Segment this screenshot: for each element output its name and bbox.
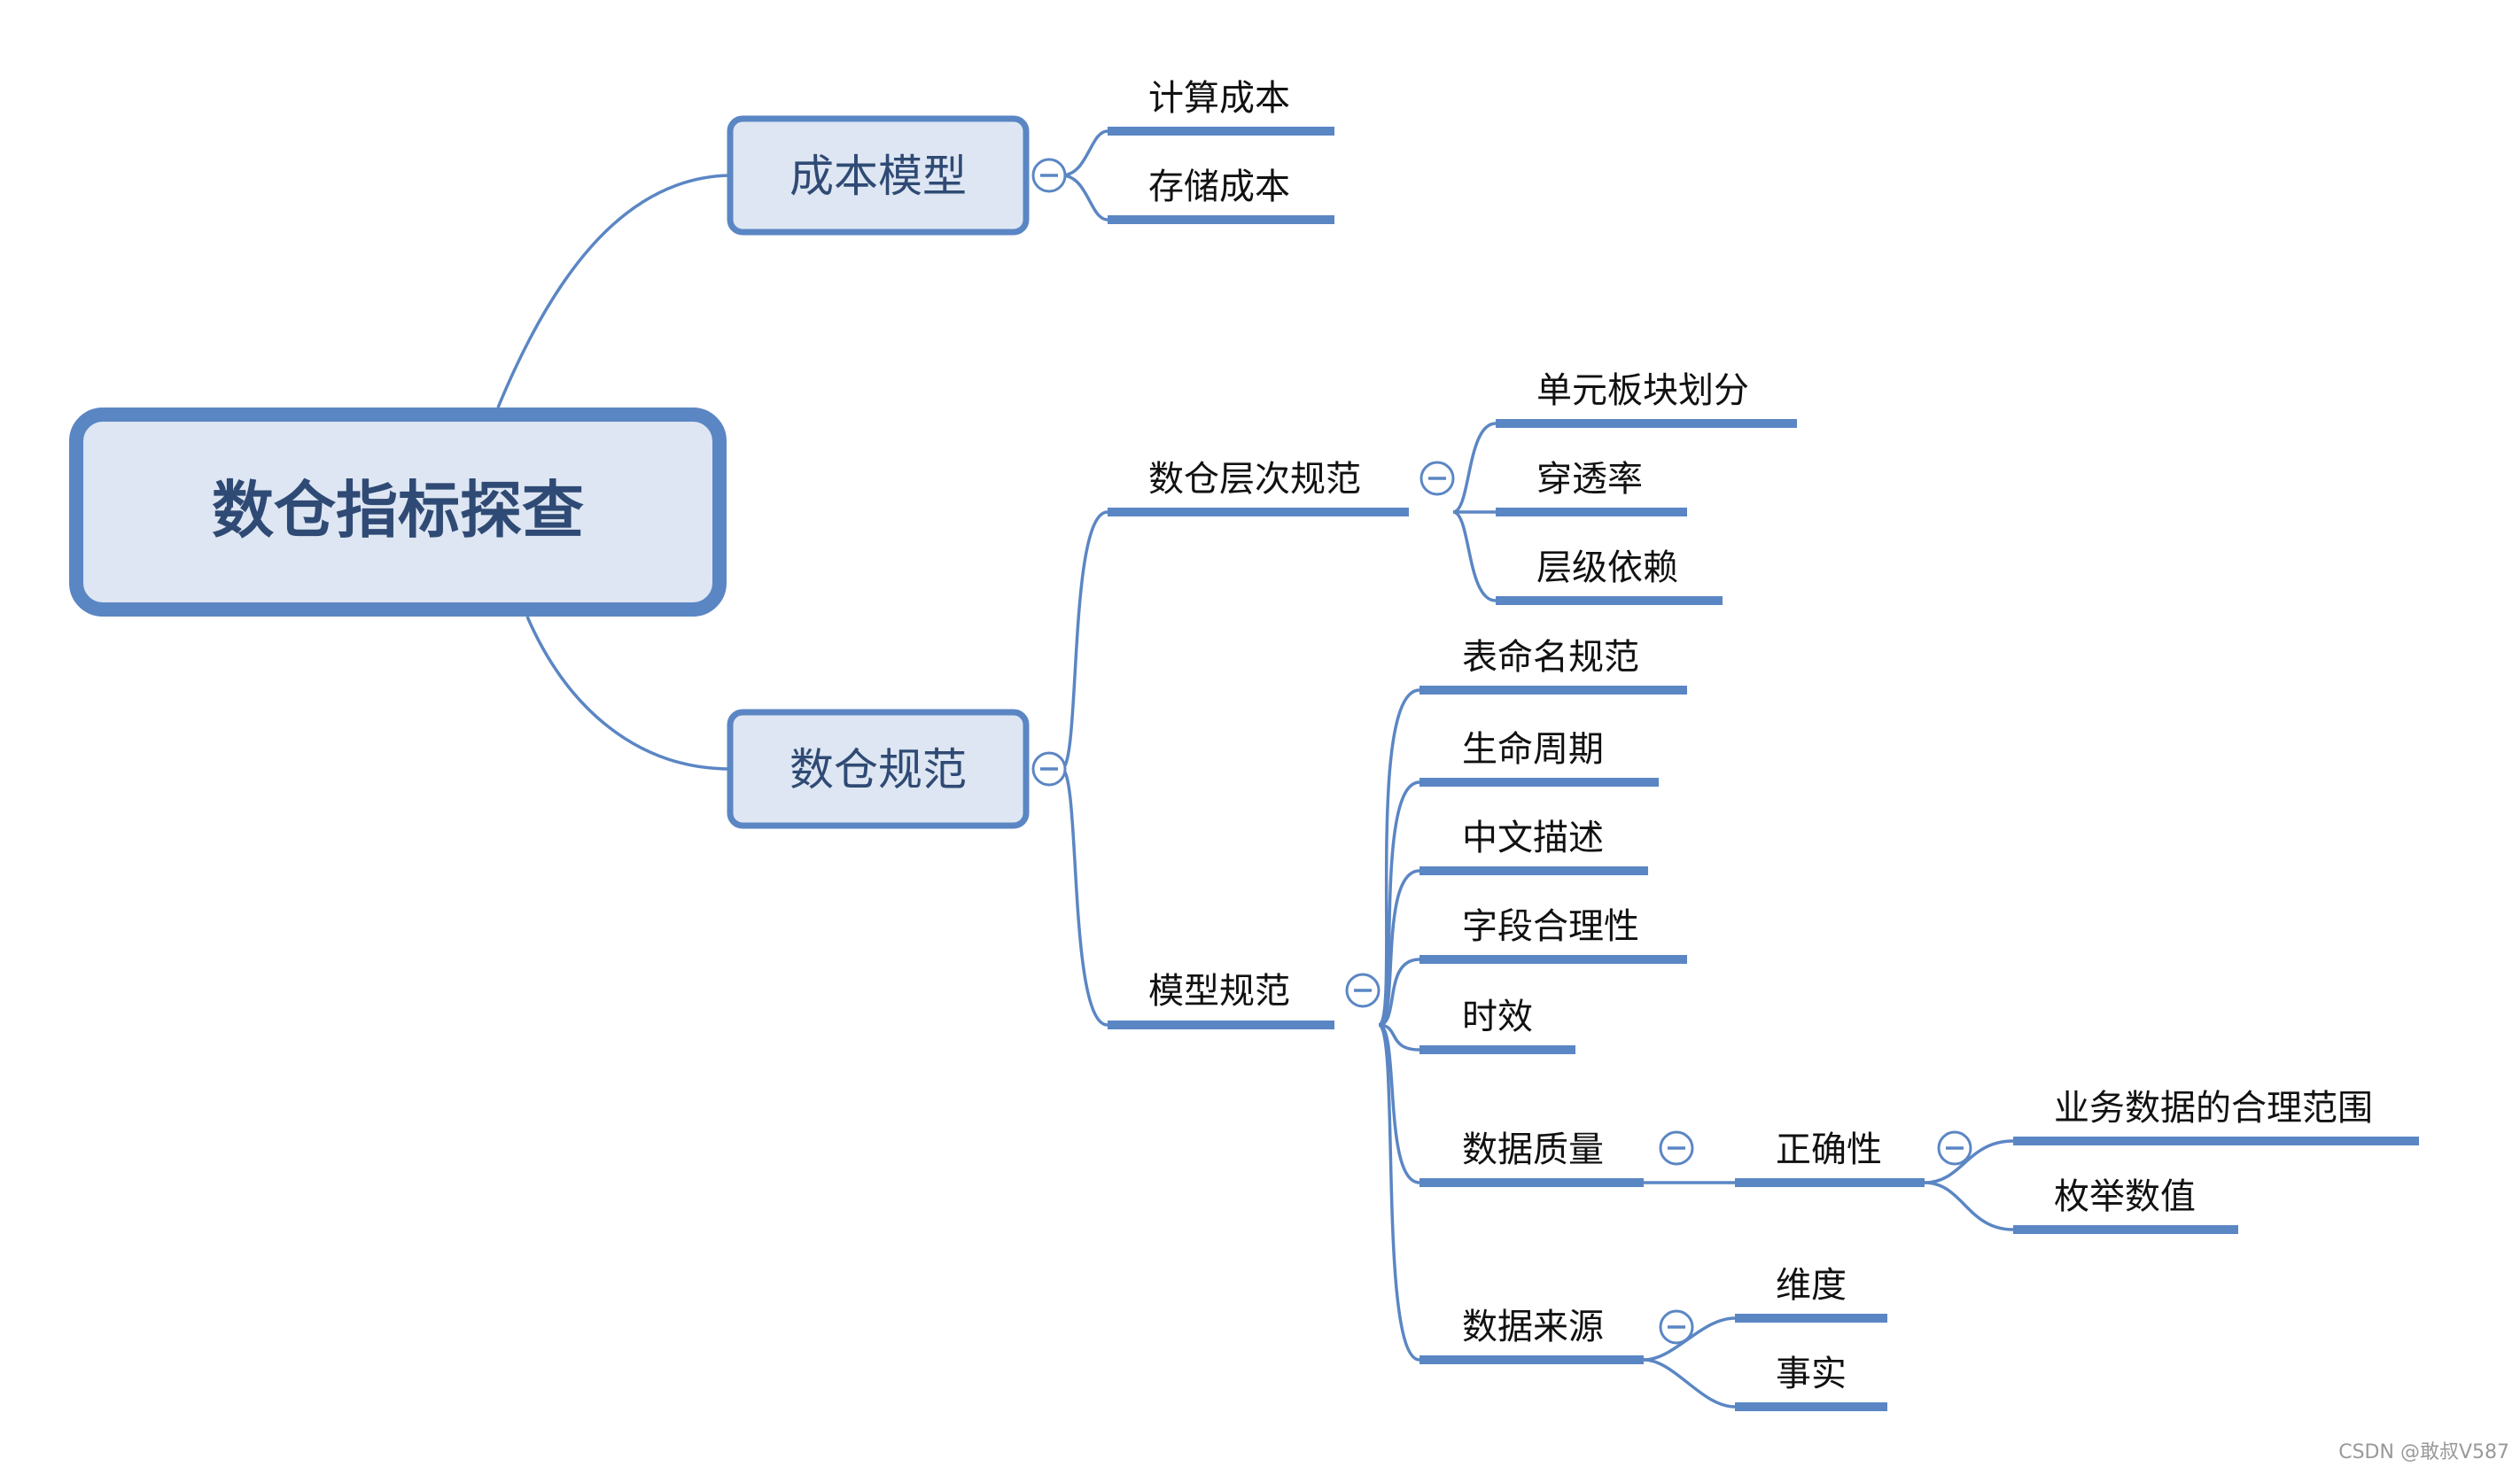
- collapse-toggle-spec[interactable]: [1031, 751, 1067, 787]
- collapse-toggle-cost[interactable]: [1031, 158, 1067, 193]
- connector-spec-layer: [1061, 510, 1108, 771]
- leaf-layer-2[interactable]: 穿透率: [1536, 459, 1643, 500]
- root-node-label: 数仓指标探查: [212, 474, 584, 547]
- connector-root-spec: [525, 616, 731, 771]
- leaf-layer-1[interactable]: 单元板块划分: [1536, 370, 1749, 411]
- collapse-toggle-correctness[interactable]: [1937, 1130, 1972, 1166]
- connector-layer-3: [1452, 510, 1497, 602]
- leaf-source-2[interactable]: 事实: [1776, 1354, 1847, 1394]
- connector-root-cost: [496, 174, 731, 408]
- collapse-toggle-model[interactable]: [1345, 973, 1381, 1008]
- leaf-model-1[interactable]: 表命名规范: [1462, 637, 1639, 678]
- connector-correctness-1: [1924, 1139, 2014, 1184]
- leaf-correctness-1[interactable]: 业务数据的合理范围: [2054, 1088, 2373, 1129]
- node-correctness-label[interactable]: 正确性: [1776, 1129, 1882, 1170]
- node-layer-spec-label[interactable]: 数仓层次规范: [1148, 459, 1361, 500]
- connector-cost-storage: [1061, 174, 1108, 221]
- leaf-model-2[interactable]: 生命周期: [1462, 729, 1604, 770]
- underlines: [1108, 127, 2419, 1411]
- collapse-toggle-quality[interactable]: [1659, 1130, 1694, 1166]
- leaf-source-1[interactable]: 维度: [1776, 1265, 1847, 1306]
- connector-source-2: [1643, 1358, 1736, 1409]
- leaf-storage-cost[interactable]: 存储成本: [1148, 167, 1290, 207]
- node-cost-model-box: [727, 115, 1030, 236]
- leaf-compute-cost[interactable]: 计算成本: [1148, 78, 1290, 119]
- root-node[interactable]: 数仓指标探查: [69, 408, 727, 617]
- node-cost-model-label: 成本模型: [789, 151, 967, 202]
- leaf-model-3[interactable]: 中文描述: [1462, 818, 1604, 858]
- node-warehouse-spec-label: 数仓规范: [789, 744, 967, 796]
- collapse-toggles: [1031, 158, 1972, 1345]
- leaf-correctness-2[interactable]: 枚举数值: [2054, 1176, 2196, 1217]
- node-data-quality-label[interactable]: 数据质量: [1462, 1129, 1604, 1170]
- connector-layer-1: [1452, 422, 1497, 514]
- connector-cost-compute: [1061, 129, 1108, 177]
- node-data-source-label[interactable]: 数据来源: [1462, 1307, 1604, 1347]
- watermark: CSDN @敢叔V587: [2338, 1441, 2509, 1463]
- leaf-labels: 计算成本 存储成本 数仓层次规范 单元板块划分 穿透率 层级依赖 模型规范 表命…: [1148, 78, 2373, 1394]
- collapse-toggle-source[interactable]: [1659, 1309, 1694, 1345]
- node-warehouse-spec[interactable]: 数仓规范: [727, 709, 1030, 829]
- connector-model-7: [1377, 1023, 1420, 1362]
- root-node-box: [69, 408, 727, 617]
- leaf-model-4[interactable]: 字段合理性: [1462, 906, 1639, 947]
- connector-correctness-2: [1924, 1181, 2014, 1231]
- leaf-model-5[interactable]: 时效: [1462, 997, 1533, 1037]
- node-cost-model[interactable]: 成本模型: [727, 115, 1030, 236]
- collapse-toggle-layer[interactable]: [1419, 461, 1455, 496]
- leaf-layer-3[interactable]: 层级依赖: [1536, 547, 1678, 588]
- connector-model-4: [1378, 958, 1420, 1027]
- node-model-spec-label[interactable]: 模型规范: [1148, 971, 1290, 1012]
- node-warehouse-spec-box: [727, 709, 1030, 829]
- connector-model-5: [1378, 1023, 1420, 1052]
- connector-model-6: [1378, 1023, 1420, 1184]
- connector-model-3: [1378, 869, 1420, 1027]
- connectors: [496, 129, 2014, 1409]
- connector-spec-model: [1061, 767, 1108, 1027]
